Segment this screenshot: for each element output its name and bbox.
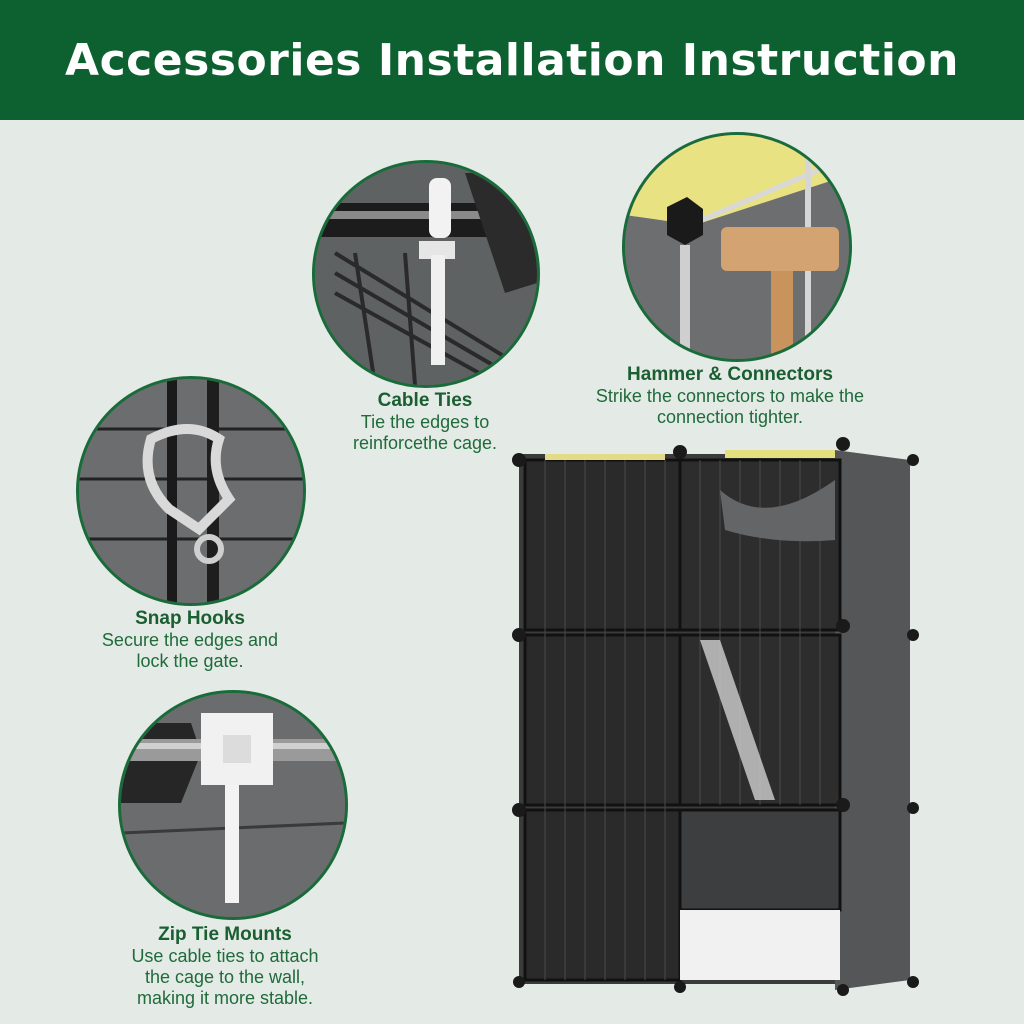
hammer-icon (625, 135, 849, 359)
snap-hooks-title: Snap Hooks (135, 608, 245, 629)
cable-ties-desc-2: reinforcethe cage. (352, 433, 498, 453)
cable-ties-caption: Cable Ties Tie the edges to reinforcethe… (320, 390, 530, 454)
zip-tie-desc-3: making it more stable. (136, 988, 314, 1008)
zip-tie-mount-icon (121, 693, 345, 917)
header-banner: Accessories Installation Instruction (0, 0, 1024, 120)
hammer-image (622, 132, 852, 362)
page-title: Accessories Installation Instruction (65, 34, 959, 86)
zip-tie-mounts-image (118, 690, 348, 920)
snap-hooks-desc-1: Secure the edges and (101, 630, 279, 650)
hammer-desc-1: Strike the connectors to make the (595, 386, 865, 406)
zip-tie-desc-2: the cage to the wall, (144, 967, 306, 987)
cable-ties-title: Cable Ties (377, 390, 473, 411)
snap-hook-icon (79, 379, 303, 603)
cable-ties-desc-1: Tie the edges to (360, 412, 490, 432)
cable-ties-image (312, 160, 540, 388)
snap-hooks-image (76, 376, 306, 606)
hammer-title: Hammer & Connectors (627, 364, 833, 385)
snap-hooks-caption: Snap Hooks Secure the edges and lock the… (70, 608, 310, 672)
snap-hooks-desc-2: lock the gate. (136, 651, 244, 671)
zip-tie-desc-1: Use cable ties to attach (131, 946, 319, 966)
hammer-desc-2: connection tighter. (656, 407, 804, 427)
cage-illustration (505, 430, 925, 1000)
cable-tie-icon (315, 163, 537, 385)
zip-tie-caption: Zip Tie Mounts Use cable ties to attach … (100, 924, 350, 1009)
hammer-caption: Hammer & Connectors Strike the connector… (560, 364, 900, 428)
zip-tie-title: Zip Tie Mounts (158, 924, 292, 945)
